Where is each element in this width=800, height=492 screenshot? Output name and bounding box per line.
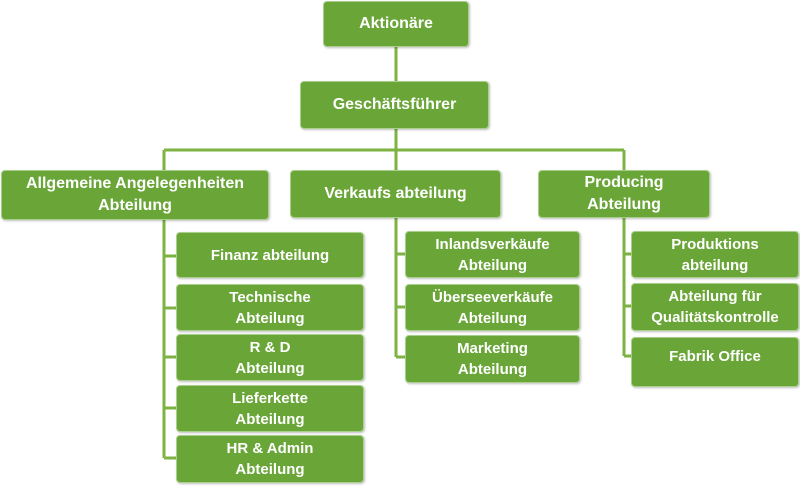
node-label: Abteilung	[235, 410, 305, 428]
node-label: Abteilung	[457, 309, 528, 327]
node-label: R & D	[249, 338, 291, 356]
node-unit-finance: Finanz abteilung	[176, 232, 364, 278]
node-label: Abteilung	[235, 309, 305, 327]
node-label: Producing	[584, 174, 664, 191]
node-label: Lieferkette	[232, 389, 308, 407]
node-label: Allgemeine Angelegenheiten	[25, 175, 245, 192]
node-label: Qualitätskontrolle	[651, 309, 779, 326]
node-label: Abteilung	[98, 197, 172, 214]
node-shareholders: Aktionäre	[323, 1, 469, 47]
node-unit-technical: Technische Abteilung	[176, 284, 364, 331]
node-label: Marketing	[457, 340, 528, 357]
node-unit-production: Produktions abteilung	[631, 231, 799, 278]
node-label: Abteilung	[457, 361, 528, 378]
node-unit-domestic-sales: Inlandsverkäufe Abteilung	[405, 231, 580, 278]
node-unit-overseas-sales: Überseeverkäufe Abteilung	[405, 284, 580, 331]
node-label: Abteilung	[457, 256, 528, 274]
node-label: Technische	[229, 288, 311, 306]
node-label: Fabrik Office	[669, 348, 761, 365]
node-department-producing: Producing Abteilung	[538, 170, 710, 218]
node-unit-marketing: Marketing Abteilung	[405, 335, 580, 383]
node-label: Abteilung	[235, 359, 305, 377]
node-label: Abteilung	[235, 461, 305, 478]
node-unit-rnd: R & D Abteilung	[176, 334, 364, 381]
node-label: abteilung	[681, 256, 749, 274]
node-label: Finanz abteilung	[210, 246, 330, 264]
node-label: Produktions	[671, 235, 759, 253]
node-unit-hr-admin: HR & Admin Abteilung	[176, 435, 364, 483]
node-unit-factory-office: Fabrik Office	[631, 337, 799, 387]
node-unit-quality-control: Abteilung für Qualitätskontrolle	[631, 283, 799, 331]
node-unit-supply-chain: Lieferkette Abteilung	[176, 385, 364, 432]
node-label: Inlandsverkäufe	[435, 235, 550, 253]
node-label: Abteilung für	[668, 288, 762, 305]
node-department-sales: Verkaufs abteilung	[290, 170, 501, 218]
node-managing-director: Geschäftsführer	[300, 81, 489, 129]
node-label: HR & Admin	[226, 440, 314, 457]
node-label: Aktionäre	[359, 15, 433, 32]
node-label: Überseeverkäufe	[432, 288, 553, 306]
node-label: Abteilung	[587, 196, 661, 213]
node-label: Verkaufs abteilung	[324, 185, 467, 202]
node-department-general-affairs: Allgemeine Angelegenheiten Abteilung	[1, 170, 269, 220]
node-label: Geschäftsführer	[332, 96, 457, 113]
